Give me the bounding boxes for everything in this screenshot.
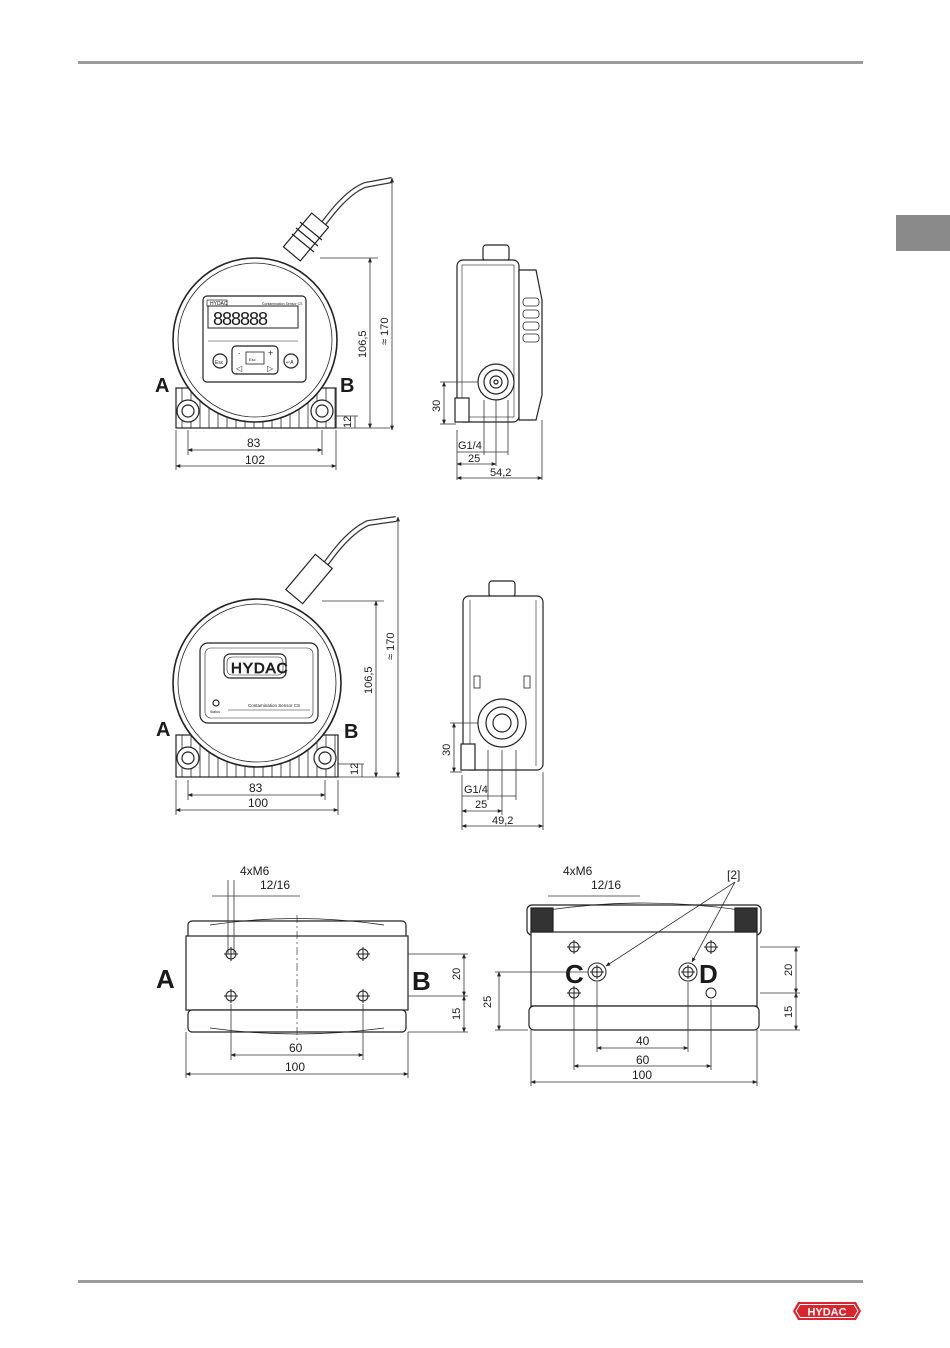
dim-v1-106: 106,5	[357, 330, 369, 358]
port-label-d: D	[699, 959, 718, 989]
callout-label: [2]	[727, 868, 740, 882]
led-digits: 888888	[213, 309, 268, 329]
thread-label-2: 4xM6	[563, 864, 593, 878]
key-esc: Esc	[215, 360, 224, 366]
dim-v5-60: 60	[289, 1041, 303, 1055]
dim-v4-30: 30	[441, 744, 453, 756]
dim-v5-15: 15	[451, 1008, 463, 1020]
dim-v1-102: 102	[245, 453, 265, 467]
port-label-a-2: A	[156, 719, 170, 741]
dim-v5-20: 20	[451, 968, 463, 980]
view-bottom-right	[527, 903, 761, 1030]
dim-v3-170: ≈ 170	[385, 633, 397, 660]
port-label-a-3: A	[156, 964, 175, 994]
dim-v2-g14: G1/4	[458, 440, 482, 452]
key-right: ▷	[267, 364, 274, 373]
device-logo-2: HYDAC	[231, 660, 289, 677]
dim-v6-100: 100	[632, 1068, 652, 1082]
view-blind-front	[173, 519, 396, 777]
footer-rule	[78, 1280, 863, 1283]
device-caption-1: Contamination Sensor CS	[262, 302, 303, 306]
device-logo-1: HYDAC	[210, 301, 228, 307]
key-center: Esc	[249, 357, 256, 362]
dim-v6-25: 25	[482, 996, 494, 1008]
dim-v3-100: 100	[248, 796, 268, 810]
dim-v6-40: 40	[636, 1034, 650, 1048]
dim-v4-g14: G1/4	[464, 784, 488, 796]
key-enter: ↵A	[286, 360, 294, 366]
dim-v2-25: 25	[468, 453, 480, 465]
key-left: ◁	[236, 364, 243, 373]
dim-v6-15: 15	[783, 1006, 795, 1018]
view-bottom-left	[186, 915, 408, 1040]
dim-v4-25: 25	[475, 799, 487, 811]
device-caption-2: Contamination Sensor CS	[248, 703, 300, 708]
port-label-b-2: B	[344, 721, 358, 743]
dim-v6-20: 20	[783, 964, 795, 976]
dim-v3-12: 12	[349, 763, 361, 775]
depth-label-1: 12/16	[260, 878, 290, 892]
port-label-a-1: A	[155, 375, 169, 397]
dim-v2-30: 30	[431, 400, 443, 412]
hydac-logo: HYDAC	[792, 1300, 862, 1322]
dim-v5-100: 100	[285, 1060, 305, 1074]
logo-text: HYDAC	[807, 1307, 846, 1319]
dim-v1-83: 83	[247, 436, 261, 450]
status-label: Status	[210, 710, 220, 714]
dim-v3-106: 106,5	[363, 666, 375, 694]
view-blind-side	[461, 581, 543, 770]
port-label-b-1: B	[340, 375, 354, 397]
thread-label-1: 4xM6	[240, 864, 270, 878]
port-label-c: C	[565, 959, 584, 989]
dim-v2-54: 54,2	[490, 467, 511, 479]
dim-v4-49: 49,2	[492, 815, 513, 827]
port-label-b-3: B	[412, 966, 431, 996]
depth-label-2: 12/16	[591, 878, 621, 892]
dim-v6-60: 60	[636, 1053, 650, 1067]
key-plus: +	[268, 348, 273, 358]
dim-v1-12: 12	[342, 416, 354, 428]
view-display-side	[455, 245, 542, 422]
dim-v1-170: ≈ 170	[379, 318, 391, 345]
dim-v3-83: 83	[249, 781, 263, 795]
